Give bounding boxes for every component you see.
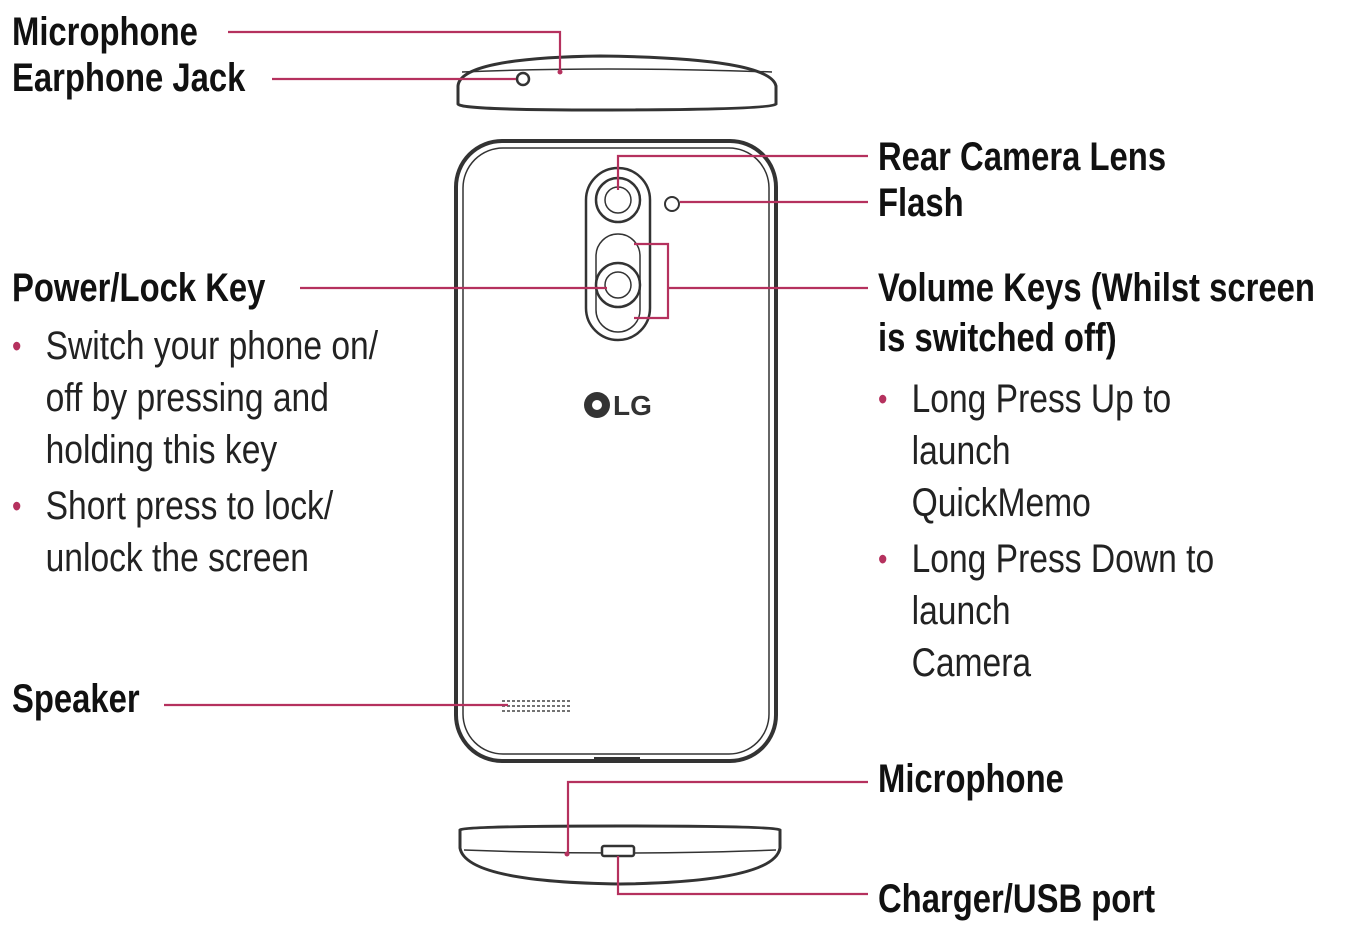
leader-rear-camera-lens <box>616 154 868 190</box>
phone-back <box>454 139 778 763</box>
label-microphone-bottom: Microphone <box>878 757 1064 801</box>
speaker-grille-icon <box>502 700 570 712</box>
bottom-microphone-hole-icon <box>564 851 570 857</box>
label-volume-keys-line1: Volume Keys (Whilst screen <box>878 266 1315 310</box>
phone-top-edge <box>456 54 778 112</box>
usb-port-icon <box>600 844 636 858</box>
list-item: •Long Press Up to launch QuickMemo <box>878 377 1172 525</box>
label-microphone-top: Microphone <box>12 10 198 54</box>
camera-key-module <box>584 166 652 342</box>
label-power-lock-key: Power/Lock Key <box>12 266 266 310</box>
leader-usb-port <box>616 856 868 896</box>
leader-lines <box>164 30 868 896</box>
label-charger-usb-port: Charger/USB port <box>878 877 1156 921</box>
leader-microphone-bottom <box>566 780 868 852</box>
flash-icon <box>664 196 680 212</box>
label-flash: Flash <box>878 181 964 225</box>
label-rear-camera-lens: Rear Camera Lens <box>878 135 1167 179</box>
list-item: •Long Press Down to launch Camera <box>878 537 1215 685</box>
label-earphone-jack: Earphone Jack <box>12 56 246 100</box>
leader-volume-keys <box>634 242 868 320</box>
volume-key-bullets: •Long Press Up to launch QuickMemo •Long… <box>878 373 1346 689</box>
power-lock-bullets: •Switch your phone on/ off by pressing a… <box>12 320 448 584</box>
label-speaker: Speaker <box>12 677 140 721</box>
leader-microphone-top <box>228 30 562 72</box>
label-volume-keys-line2: is switched off) <box>878 316 1117 360</box>
logo-text: LG <box>613 390 652 421</box>
lg-logo-icon <box>584 392 610 418</box>
list-item: •Short press to lock/ unlock the screen <box>12 484 334 580</box>
list-item: •Switch your phone on/ off by pressing a… <box>12 324 379 472</box>
earphone-jack-icon <box>515 71 531 87</box>
